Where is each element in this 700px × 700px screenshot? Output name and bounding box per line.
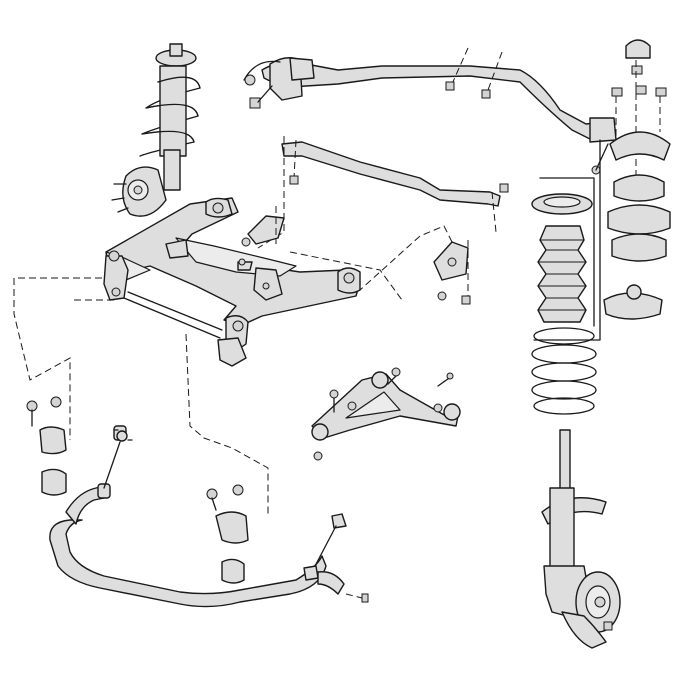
dust-boot bbox=[537, 225, 587, 323]
strut-assembly-installed bbox=[111, 43, 201, 217]
damper-strut-with-hub bbox=[541, 429, 621, 649]
steering-rack-bracket bbox=[238, 136, 509, 301]
rear-mounting-bar bbox=[243, 47, 617, 175]
front-lower-arm bbox=[311, 367, 461, 461]
drop-link bbox=[113, 429, 369, 603]
leader-lines bbox=[13, 277, 269, 516]
coil-spring bbox=[531, 327, 597, 415]
front-subframe bbox=[103, 197, 361, 367]
coil-spring-seat bbox=[531, 177, 595, 327]
bush-clamps-left bbox=[26, 396, 67, 496]
bush-clamps-center bbox=[206, 484, 249, 584]
subframe-mount-bracket bbox=[359, 225, 471, 305]
anti-roll-bar bbox=[49, 425, 345, 608]
strut-top-mount bbox=[533, 39, 671, 341]
